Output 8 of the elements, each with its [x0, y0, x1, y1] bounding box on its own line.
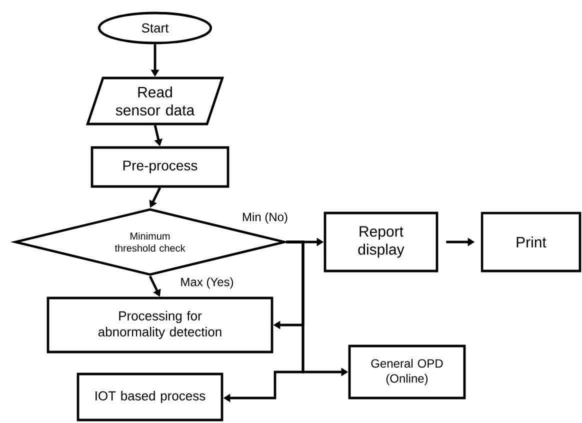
edge-label: Min (No)	[241, 211, 289, 225]
process-box: Processing for abnormality detection	[46, 296, 274, 354]
process-box: IOT based process	[76, 372, 224, 422]
process-box: Pre-process	[90, 146, 230, 188]
edge-label: Max (Yes)	[179, 276, 235, 290]
process-box: General OPD (Online)	[348, 344, 466, 400]
process-box: Print	[480, 212, 582, 272]
process-box: Report display	[324, 212, 438, 272]
